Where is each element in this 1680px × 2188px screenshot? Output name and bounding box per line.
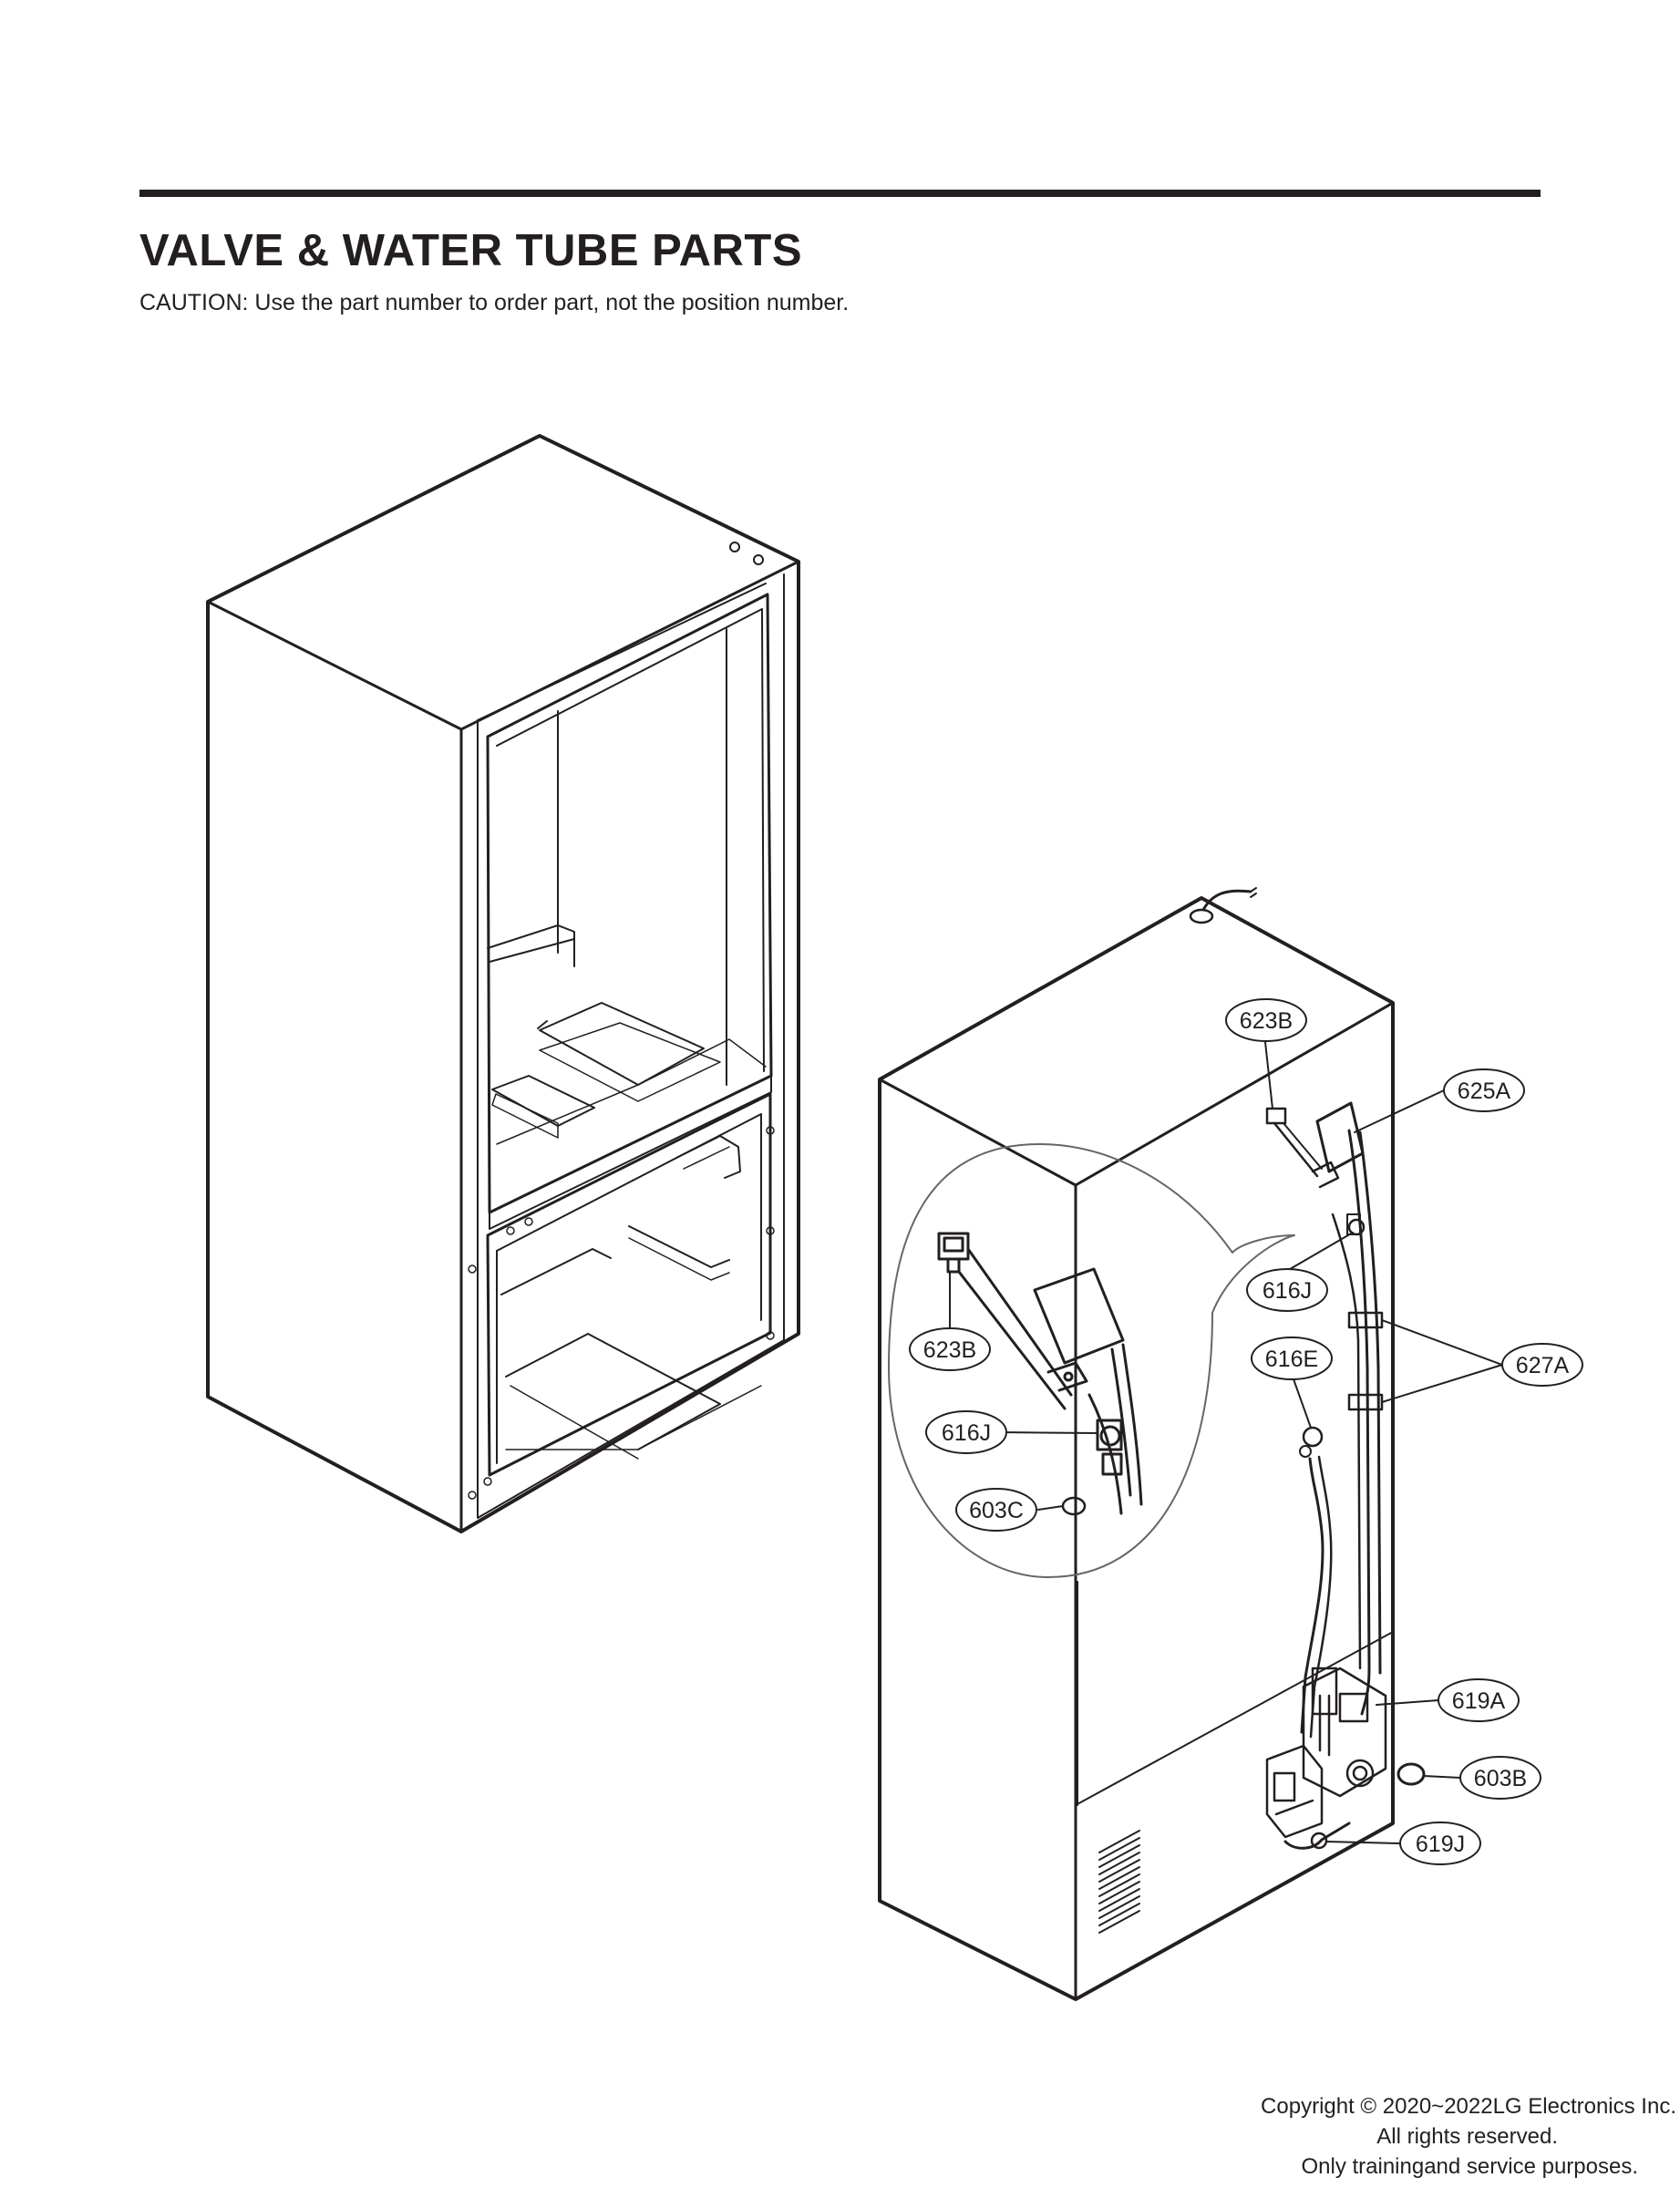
callout-label: 623B xyxy=(1240,1008,1293,1034)
callout-label: 623B xyxy=(923,1337,976,1363)
callout-625A: 625A xyxy=(1443,1068,1525,1112)
callout-623B: 623B xyxy=(1225,998,1307,1042)
leader-lines xyxy=(949,1041,1503,1844)
callout-619A: 619A xyxy=(1438,1678,1520,1722)
callout-label: 603B xyxy=(1474,1766,1527,1791)
callout-623B-detail: 623B xyxy=(909,1327,991,1371)
callout-label: 616J xyxy=(942,1420,991,1446)
callout-label: 603C xyxy=(969,1498,1024,1523)
cabinet-rear xyxy=(878,887,1426,2001)
callout-603C: 603C xyxy=(955,1488,1037,1532)
caution-note: CAUTION: Use the part number to order pa… xyxy=(139,290,850,315)
callout-616E: 616E xyxy=(1251,1337,1333,1380)
callout-616J-detail: 616J xyxy=(925,1410,1007,1454)
callout-603B: 603B xyxy=(1459,1756,1541,1800)
callout-619J: 619J xyxy=(1399,1822,1481,1865)
cabinet-front xyxy=(206,434,800,1533)
callout-label: 627A xyxy=(1516,1353,1570,1378)
callout-627A: 627A xyxy=(1501,1343,1583,1387)
callout-label: 625A xyxy=(1458,1079,1511,1104)
callout-label: 619J xyxy=(1416,1832,1465,1857)
callout-label: 616J xyxy=(1263,1278,1312,1304)
callout-616J: 616J xyxy=(1246,1268,1328,1312)
page-title: VALVE & WATER TUBE PARTS xyxy=(139,226,803,275)
callout-label: 619A xyxy=(1452,1688,1506,1714)
rights-line: All rights reserved. xyxy=(1376,2124,1558,2149)
detail-bubble xyxy=(888,1143,1295,1578)
copyright-line: Copyright © 2020~2022LG Electronics Inc. xyxy=(1261,2094,1676,2119)
callout-label: 616E xyxy=(1265,1347,1318,1372)
usage-line: Only trainingand service purposes. xyxy=(1301,2154,1638,2179)
header-rule xyxy=(139,190,1541,197)
